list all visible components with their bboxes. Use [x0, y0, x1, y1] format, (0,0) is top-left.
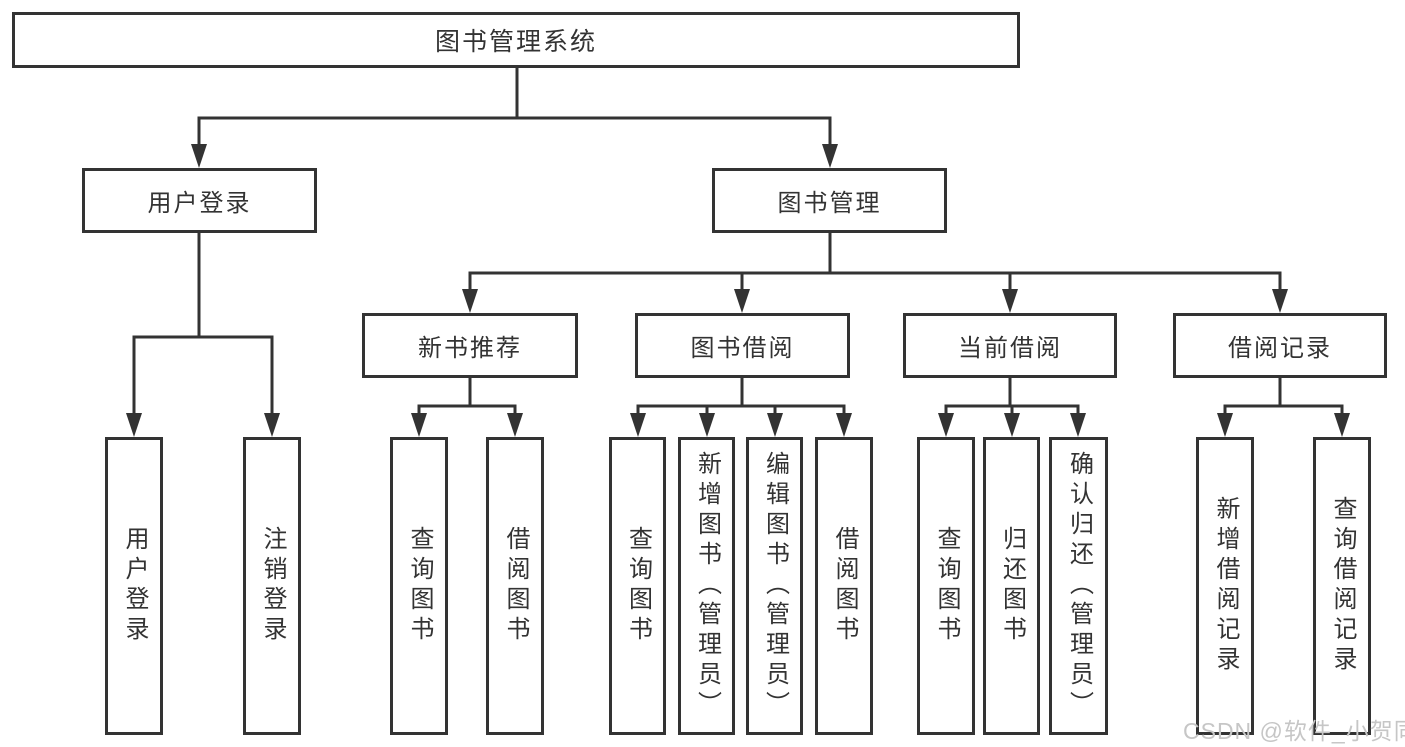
node-root-label: 图书管理系统 [434, 28, 597, 56]
leaf-newbook-borrow: 借阅图书 [486, 437, 544, 735]
connector-borrow-records-to-leaves [1217, 376, 1350, 437]
leaf-newbook-borrow-label: 借阅图书 [502, 526, 529, 646]
leaf-records-add: 新增借阅记录 [1196, 437, 1254, 735]
node-current-borrow: 当前借阅 [903, 313, 1117, 378]
leaf-current-confirm-label: 确认归还（管理员） [1065, 451, 1093, 721]
leaf-records-query-label: 查询借阅记录 [1329, 496, 1356, 676]
connector-root-to-level2 [191, 65, 838, 168]
leaf-logout-label: 注销登录 [259, 526, 286, 646]
leaf-current-query: 查询图书 [917, 437, 975, 735]
leaf-current-return: 归还图书 [983, 437, 1040, 735]
leaf-bookborrow-borrow: 借阅图书 [815, 437, 873, 735]
leaf-bookborrow-edit-label: 编辑图书（管理员） [761, 451, 789, 721]
leaf-logout: 注销登录 [243, 437, 301, 735]
node-book-management-label: 图书管理 [777, 190, 882, 217]
leaf-current-return-label: 归还图书 [998, 526, 1026, 646]
leaf-current-query-label: 查询图书 [933, 526, 960, 646]
leaf-user-login: 用户登录 [105, 437, 163, 735]
connector-book-borrow-to-leaves [630, 376, 852, 437]
leaf-bookborrow-add-label: 新增图书（管理员） [693, 451, 721, 721]
leaf-bookborrow-add: 新增图书（管理员） [678, 437, 735, 735]
node-user-login: 用户登录 [82, 168, 317, 233]
node-book-management: 图书管理 [712, 168, 947, 233]
leaf-newbook-query: 查询图书 [390, 437, 448, 735]
leaf-bookborrow-borrow-label: 借阅图书 [831, 526, 858, 646]
node-user-login-label: 用户登录 [147, 190, 252, 217]
node-borrow-records: 借阅记录 [1173, 313, 1387, 378]
node-borrow-records-label: 借阅记录 [1228, 335, 1332, 362]
node-new-book-recommend-label: 新书推荐 [418, 335, 522, 362]
connector-current-borrow-to-leaves [938, 376, 1086, 437]
node-current-borrow-label: 当前借阅 [958, 335, 1062, 362]
leaf-user-login-label: 用户登录 [121, 526, 148, 646]
watermark: CSDN @软件_小贺同学 [1183, 718, 1405, 744]
leaf-records-add-label: 新增借阅记录 [1212, 496, 1239, 676]
node-new-book-recommend: 新书推荐 [362, 313, 578, 378]
leaf-bookborrow-query-label: 查询图书 [624, 526, 652, 646]
connector-new-book-to-leaves [411, 376, 523, 437]
node-root: 图书管理系统 [12, 12, 1020, 68]
node-book-borrow-label: 图书借阅 [690, 335, 795, 362]
leaf-bookborrow-edit: 编辑图书（管理员） [746, 437, 803, 735]
leaf-bookborrow-query: 查询图书 [609, 437, 666, 735]
connector-user-login-to-leaves [126, 231, 280, 437]
connector-book-management-to-level3 [462, 231, 1288, 313]
node-book-borrow: 图书借阅 [635, 313, 850, 378]
leaf-current-confirm: 确认归还（管理员） [1049, 437, 1108, 735]
leaf-records-query: 查询借阅记录 [1313, 437, 1371, 735]
leaf-newbook-query-label: 查询图书 [406, 526, 433, 646]
